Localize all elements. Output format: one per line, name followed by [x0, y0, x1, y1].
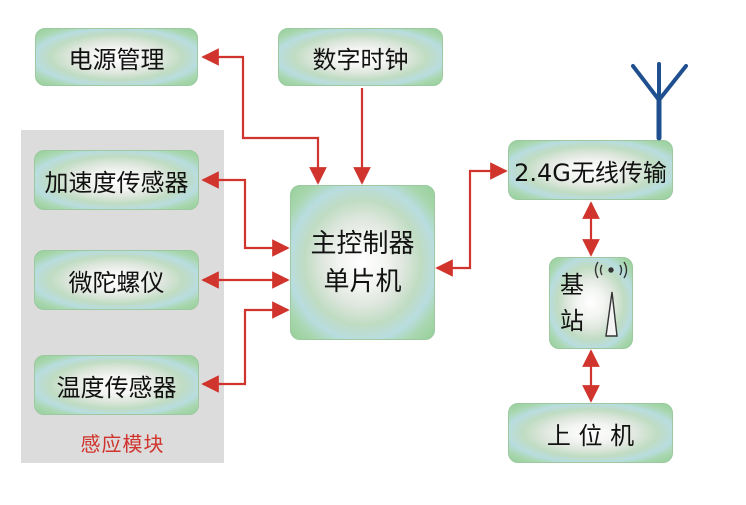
accelerometer-node: 加速度传感器	[34, 150, 199, 210]
tower-icon	[594, 261, 628, 337]
accelerometer-label: 加速度传感器	[44, 168, 189, 197]
temperature-sensor-node: 温度传感器	[34, 355, 199, 415]
gyroscope-label: 微陀螺仪	[68, 268, 165, 297]
main-controller-node: 主控制器 单片机	[290, 185, 435, 340]
power-management-label: 电源管理	[68, 45, 165, 74]
base-station-label-2: 站	[560, 307, 584, 335]
base-station-label-1: 基	[560, 271, 584, 299]
host-computer-node: 上 位 机	[508, 403, 673, 463]
gyroscope-node: 微陀螺仪	[34, 250, 199, 310]
accel-mcu-arrow	[201, 171, 290, 257]
wireless-transmission-label: 2.4G无线传输	[514, 158, 667, 187]
mcu-label: 单片机	[323, 266, 402, 297]
main-controller-label: 主控制器	[310, 228, 415, 259]
temp-mcu-arrow	[201, 301, 290, 393]
digital-clock-label: 数字时钟	[312, 45, 409, 74]
power-management-node: 电源管理	[35, 28, 198, 86]
sensor-module-label: 感应模块	[80, 432, 165, 456]
antenna-icon	[631, 62, 688, 141]
host-computer-label: 上 位 机	[546, 421, 635, 450]
temperature-sensor-label: 温度传感器	[56, 373, 177, 402]
base-station-node: 基 站	[549, 257, 633, 349]
wireless-transmission-node: 2.4G无线传输	[508, 140, 673, 200]
power-mcu-arrow	[201, 48, 327, 185]
mcu-wireless-arrow	[435, 162, 508, 277]
